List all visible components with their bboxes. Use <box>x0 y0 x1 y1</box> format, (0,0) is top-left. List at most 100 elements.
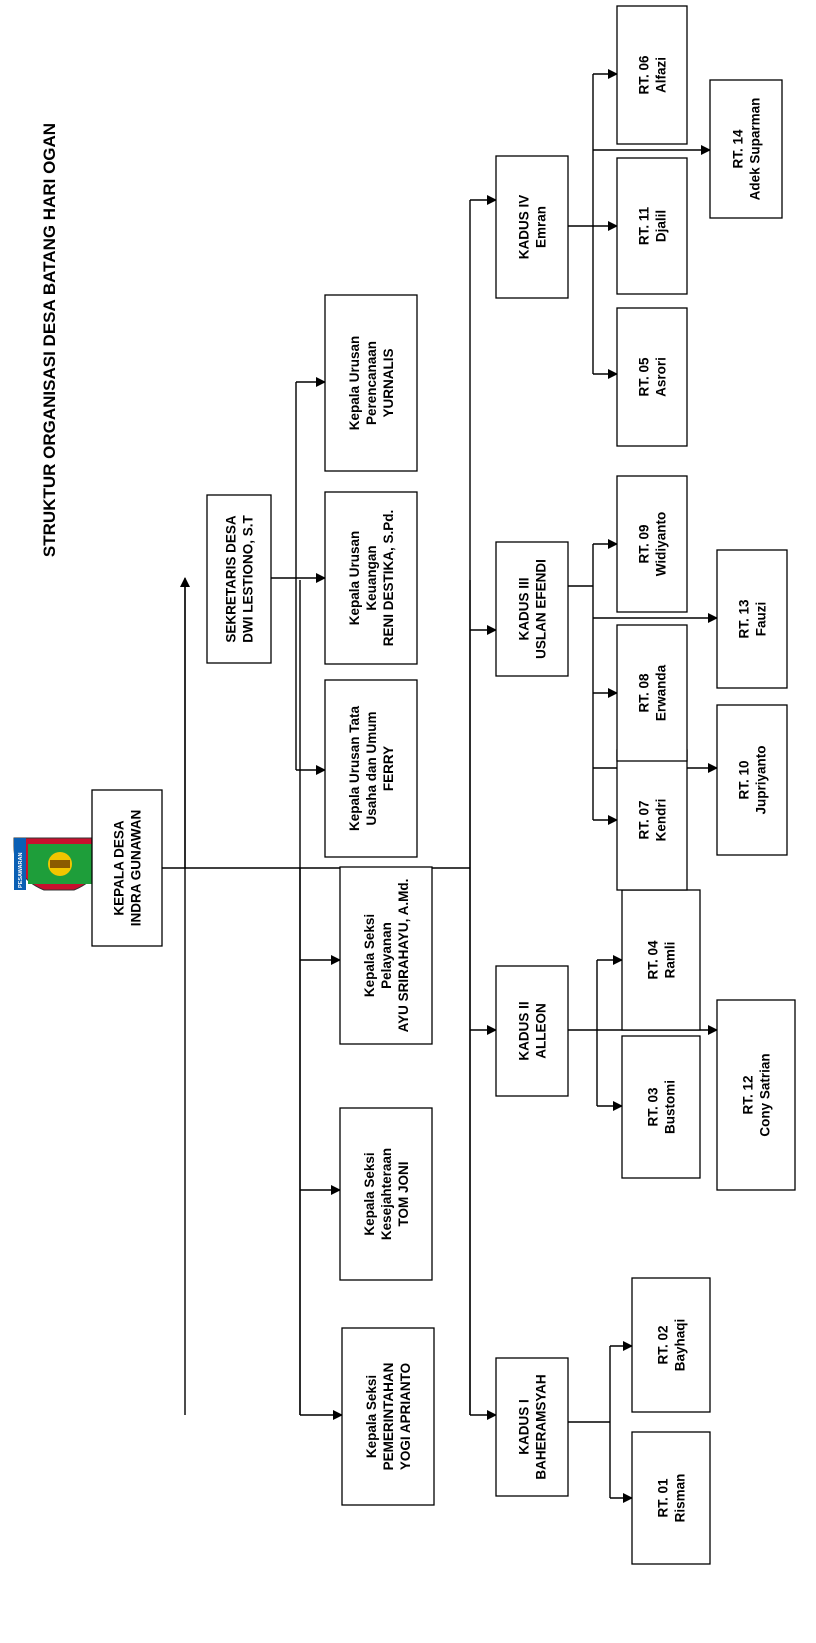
node-label-line: Jupriyanto <box>754 745 769 814</box>
node-label-line: Risman <box>673 1474 688 1523</box>
node-label-line: TOM JONI <box>396 1161 411 1226</box>
node-label-line: Kepala Urusan <box>347 531 362 626</box>
node-label-line: RT. 13 <box>737 599 752 639</box>
node-label-line: Keuangan <box>364 545 379 610</box>
node-box <box>616 157 688 295</box>
logo-text: PESAWARAN <box>18 853 24 888</box>
node-box <box>716 999 796 1191</box>
node-label-line: PEMERINTAHAN <box>381 1363 396 1471</box>
node-label-line: RT. 04 <box>646 940 661 980</box>
node-box <box>716 549 788 689</box>
node-label-line: Bustomi <box>663 1080 678 1134</box>
node-label-line: KADUS III <box>517 577 532 640</box>
node-box <box>616 475 688 613</box>
node-label-line: RT. 09 <box>637 524 652 563</box>
node-label-line: Kesejahteraan <box>379 1148 394 1240</box>
node-box <box>631 1431 711 1565</box>
node-label-line: RENI DESTIKA, S.Pd. <box>381 510 396 647</box>
node-box <box>324 491 418 665</box>
node-label-line: RT. 10 <box>737 760 752 799</box>
node-label-line: KADUS I <box>517 1399 532 1455</box>
node-box <box>495 541 569 677</box>
node-box <box>495 155 569 299</box>
node-label-line: Adek Suparman <box>748 98 763 201</box>
node-label-line: RT. 02 <box>656 1325 671 1364</box>
node-label-line: Pelayanan <box>379 922 394 989</box>
node-box <box>616 624 688 762</box>
node-label-line: Asrori <box>654 357 669 397</box>
node-label-line: Kepala Urusan <box>347 336 362 431</box>
node-label-line: Alfazi <box>654 57 669 93</box>
node-label-line: SEKRETARIS DESA <box>224 515 239 643</box>
node-label-line: RT. 14 <box>731 129 746 169</box>
node-box <box>616 5 688 145</box>
node-label-line: Kendri <box>654 799 669 842</box>
node-label-line: KADUS IV <box>517 195 532 260</box>
node-label-line: INDRA GUNAWAN <box>129 810 144 927</box>
node-label-line: Kepala Urusan Tata <box>347 705 362 831</box>
node-label-line: Erwanda <box>654 664 669 721</box>
node-label-line: AYU SRIRAHAYU, A.Md. <box>396 879 411 1033</box>
node-box <box>621 1035 701 1179</box>
chart-title-text: STRUKTUR ORGANISASI DESA BATANG HARI OGA… <box>40 123 59 557</box>
node-label-line: RT. 11 <box>637 206 652 245</box>
node-label-line: Perencanaan <box>364 341 379 425</box>
node-label-line: Ramli <box>663 942 678 979</box>
node-label-line: BAHERAMSYAH <box>534 1374 549 1479</box>
node-label-line: KADUS II <box>517 1001 532 1060</box>
node-label-line: USLAN EFENDI <box>534 559 549 659</box>
node-label-line: Kepala Seksi <box>362 914 377 997</box>
node-label-line: RT. 05 <box>637 357 652 397</box>
node-label-line: Bayhaqi <box>673 1319 688 1372</box>
node-label-line: Kepala Seksi <box>364 1375 379 1458</box>
pesawaran-logo-icon: PESAWARAN <box>13 837 105 891</box>
node-box <box>495 965 569 1097</box>
node-box <box>631 1277 711 1413</box>
node-box <box>709 79 783 219</box>
node-box <box>716 704 788 856</box>
node-label-line: RT. 03 <box>646 1087 661 1127</box>
node-box <box>341 1327 435 1506</box>
node-box <box>616 749 688 891</box>
node-label-line: KEPALA DESA <box>112 820 127 916</box>
node-box <box>339 1107 433 1281</box>
node-label-line: RT. 06 <box>637 55 652 95</box>
node-label-line: Kepala Seksi <box>362 1152 377 1235</box>
node-box <box>621 889 701 1031</box>
node-label-line: Usaha dan Umum <box>364 711 379 825</box>
node-label-line: YOGI APRIANTO <box>398 1363 413 1470</box>
node-box <box>324 679 418 858</box>
